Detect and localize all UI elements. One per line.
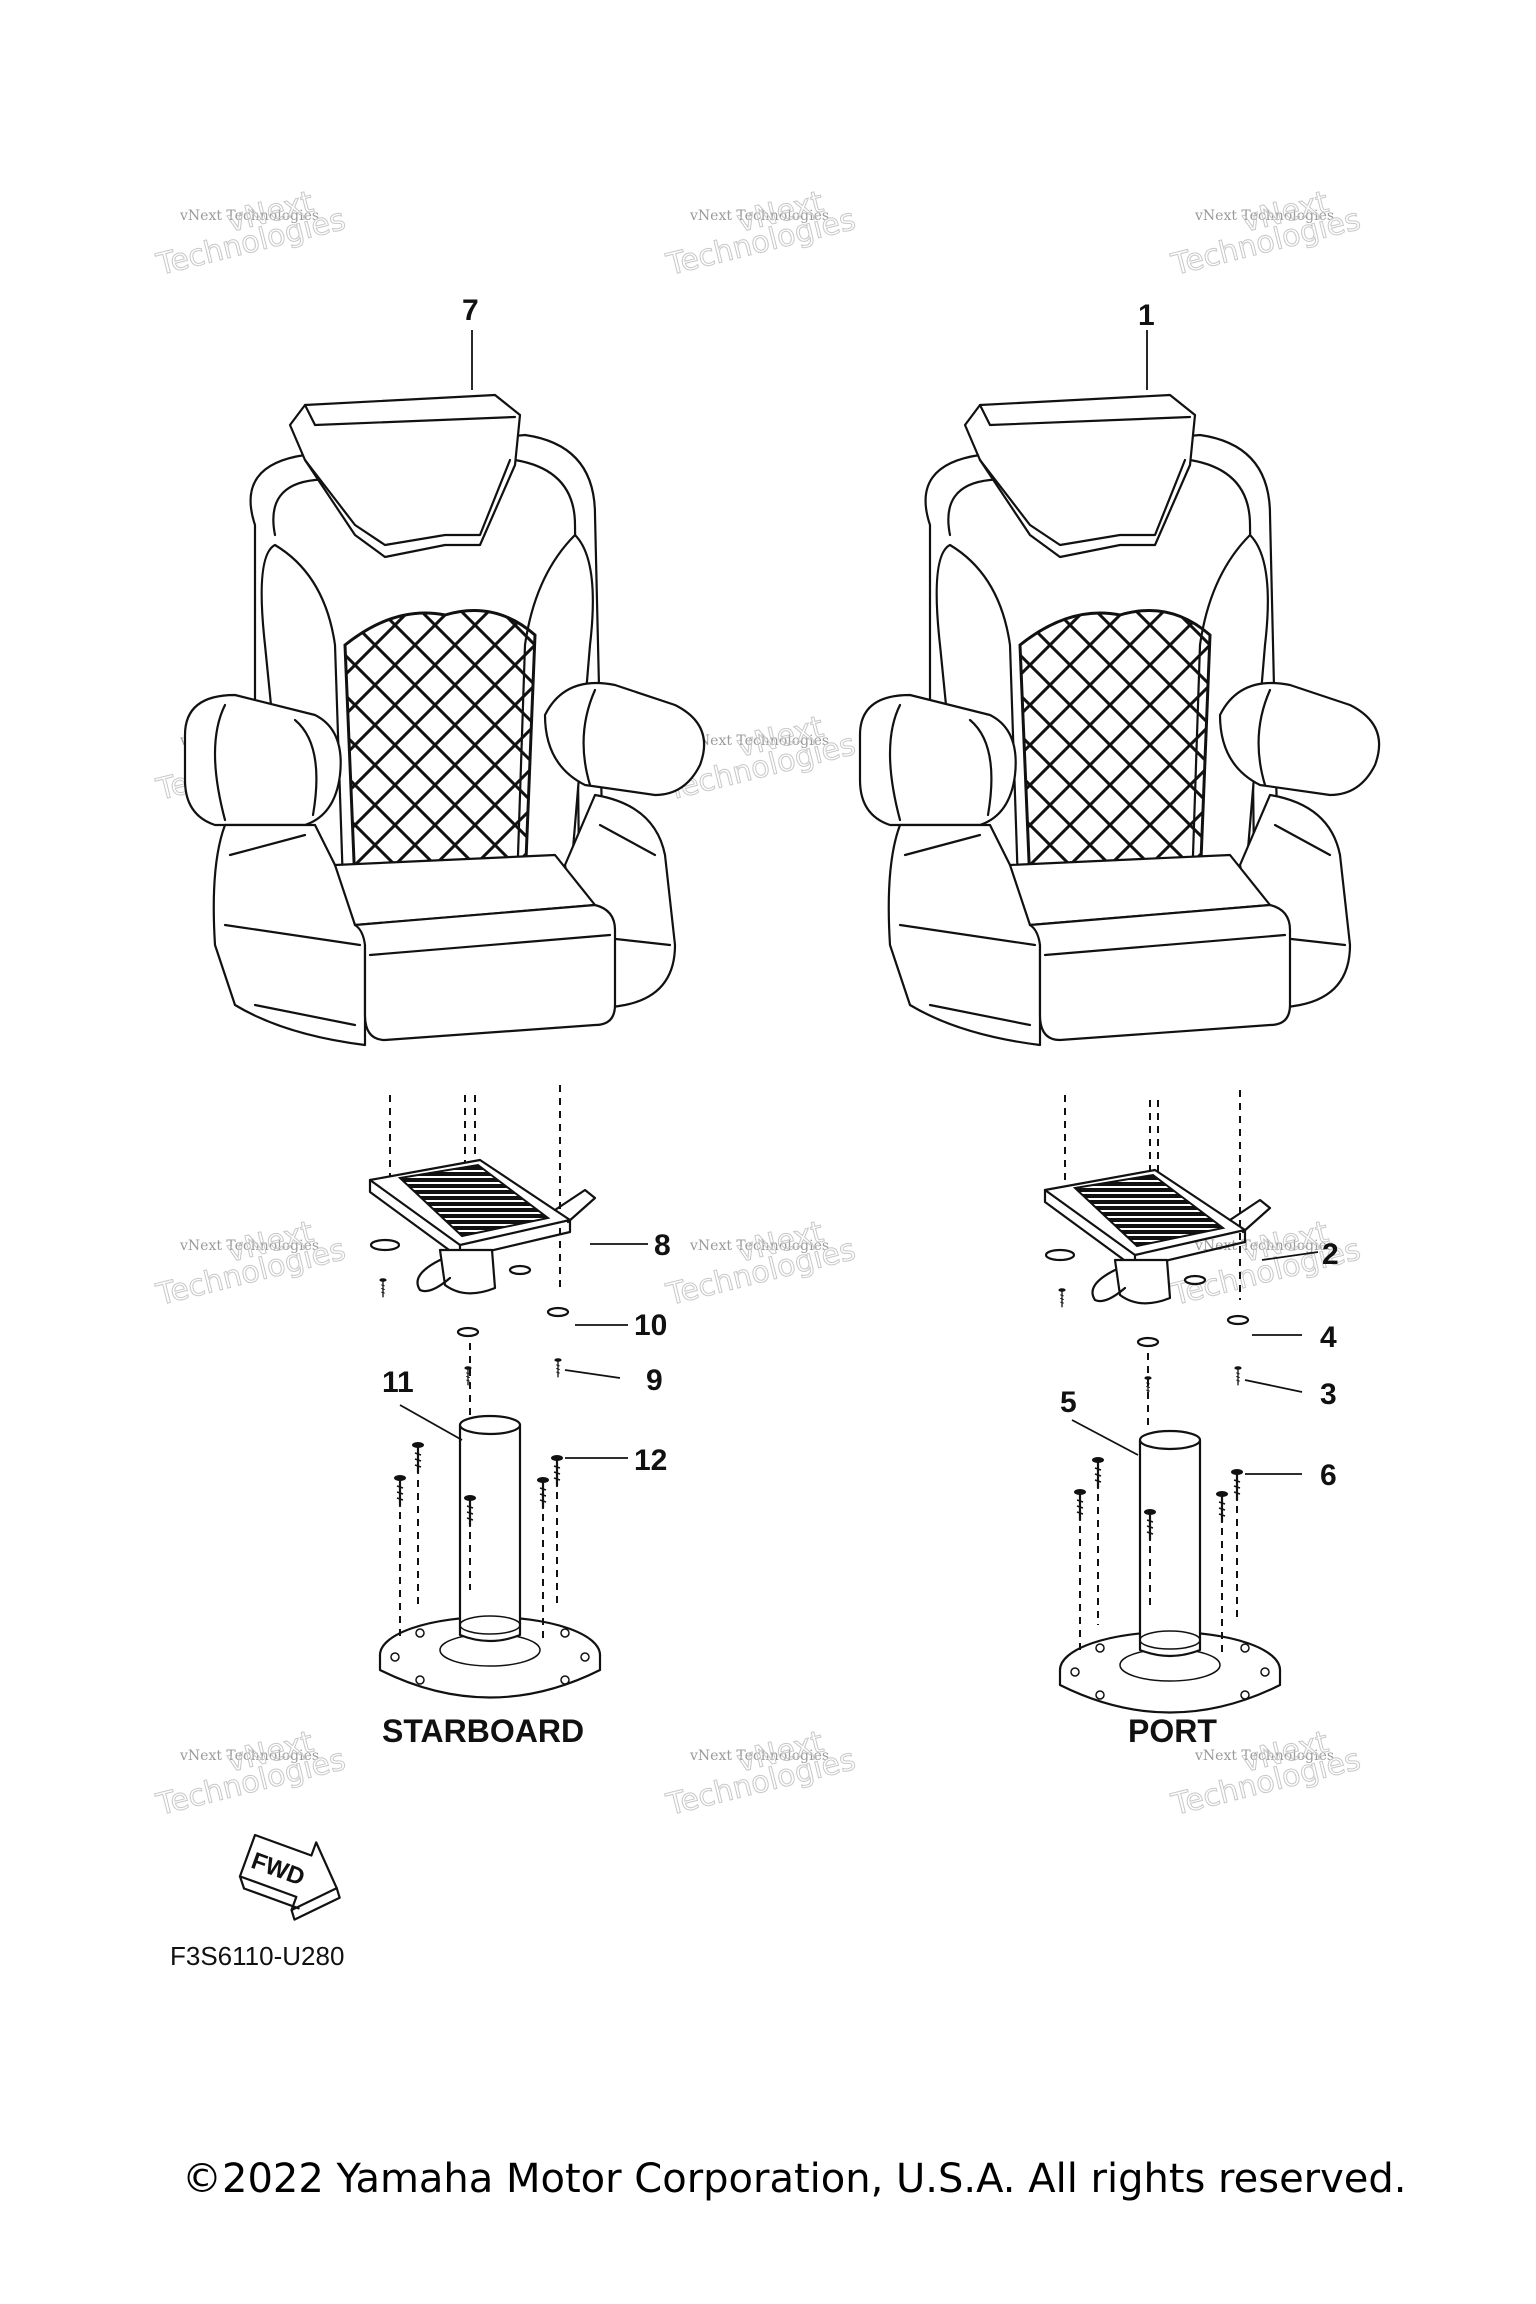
callout-leader (1071, 1419, 1139, 1456)
screw-icon (1090, 1455, 1106, 1490)
callout-5: 5 (1060, 1386, 1077, 1419)
watermark-text: vNext Technologies (179, 1748, 319, 1764)
fwd-arrow-icon: FWD (238, 1833, 341, 1921)
bolt-icon (1057, 1287, 1067, 1308)
screw-icon (549, 1453, 565, 1488)
bolt-icon (378, 1277, 388, 1298)
bolt-icon (1143, 1375, 1153, 1396)
washer-icon (456, 1326, 480, 1338)
watermark-text: vNext Technologies (689, 1238, 829, 1254)
callout-10: 10 (634, 1309, 667, 1342)
watermark-text: vNext Technologies (1194, 1748, 1334, 1764)
port-label: PORT (1128, 1713, 1217, 1749)
port-assembly (858, 330, 1381, 1714)
washer-icon (1226, 1314, 1250, 1326)
callout-2: 2 (1322, 1238, 1339, 1271)
starboard-swivel-mount (368, 1158, 597, 1295)
callout-4: 4 (1320, 1321, 1337, 1354)
callout-leader (399, 1404, 463, 1441)
starboard-seat (183, 393, 706, 1047)
copyright-notice: ©2022 Yamaha Motor Corporation, U.S.A. A… (182, 2156, 1407, 2202)
callout-3: 3 (1320, 1378, 1337, 1411)
watermark-text: vNext Technologies (689, 733, 829, 749)
callout-1: 1 (1138, 299, 1155, 332)
washer-icon (546, 1306, 570, 1318)
callout-11: 11 (382, 1366, 414, 1399)
starboard-label: STARBOARD (382, 1713, 584, 1749)
starboard-assembly (183, 330, 706, 1699)
screw-icon (1229, 1467, 1245, 1502)
callout-leader (1244, 1379, 1303, 1393)
diagram-code: F3S6110-U280 (170, 1941, 344, 1971)
bolt-icon (553, 1357, 563, 1378)
screw-icon (410, 1440, 426, 1475)
callout-6: 6 (1320, 1459, 1337, 1492)
watermark-text: vNext Technologies (179, 208, 319, 224)
screw-icon (1214, 1489, 1230, 1524)
watermark-text: vNext Technologies (1194, 208, 1334, 224)
callout-9: 9 (646, 1364, 663, 1397)
watermark-text: vNext Technologies (179, 1238, 319, 1254)
callout-leader (564, 1369, 621, 1379)
callout-leader (1261, 1251, 1319, 1261)
bolt-icon (1233, 1365, 1243, 1386)
callout-8: 8 (654, 1229, 671, 1262)
watermark-text: vNext Technologies (689, 1748, 829, 1764)
screw-icon (1072, 1487, 1088, 1522)
washer-icon (1136, 1336, 1160, 1348)
port-seat (858, 393, 1381, 1047)
watermark-text: vNext Technologies (1194, 1238, 1334, 1254)
callout-7: 7 (462, 294, 479, 327)
callout-12: 12 (634, 1444, 667, 1477)
watermark-text: vNext Technologies (689, 208, 829, 224)
screw-icon (535, 1475, 551, 1510)
screw-icon (392, 1473, 408, 1508)
